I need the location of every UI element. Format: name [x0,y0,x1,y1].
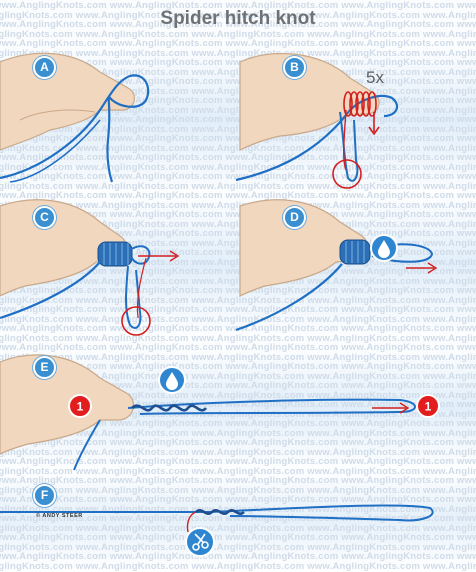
watermark-row: www.AnglingKnots.com www.AnglingKnots.co… [0,304,476,315]
watermark-row: www.AnglingKnots.com www.AnglingKnots.co… [0,38,476,49]
watermark-row: www.AnglingKnots.com www.AnglingKnots.co… [0,76,476,87]
watermark-row: www.AnglingKnots.com www.AnglingKnots.co… [0,66,476,78]
panel-d [235,199,438,332]
panel-c [0,199,180,336]
watermark-row: www.AnglingKnots.com www.AnglingKnots.co… [0,47,476,59]
watermark-row: www.AnglingKnots.com www.AnglingKnots.co… [0,9,476,21]
panel-a [0,52,150,183]
line-e [127,398,416,415]
watermark-row: www.AnglingKnots.com www.AnglingKnots.co… [0,437,476,448]
watermark-row: www.AnglingKnots.com www.AnglingKnots.co… [0,275,476,287]
watermark-row: www.AnglingKnots.com www.AnglingKnots.co… [0,551,476,562]
watermark-row: www.AnglingKnots.com www.AnglingKnots.co… [0,266,476,277]
watermark-row: www.AnglingKnots.com www.AnglingKnots.co… [0,380,476,391]
artist-credit: © ANDY STEER [36,513,83,519]
watermark-row: www.AnglingKnots.com www.AnglingKnots.co… [0,427,476,439]
watermark-row: www.AnglingKnots.com www.AnglingKnots.co… [0,541,476,553]
watermark-row: www.AnglingKnots.com www.AnglingKnots.co… [0,209,476,220]
watermark-row: www.AnglingKnots.com www.AnglingKnots.co… [0,370,476,382]
watermark-row: www.AnglingKnots.com www.AnglingKnots.co… [0,418,476,429]
watermark-row: www.AnglingKnots.com www.AnglingKnots.co… [0,95,476,106]
hand-a [0,52,135,151]
step-badge-a: A [33,56,56,79]
watermark-row: www.AnglingKnots.com www.AnglingKnots.co… [0,57,476,68]
watermark-row: www.AnglingKnots.com www.AnglingKnots.co… [0,237,476,249]
watermark-row: www.AnglingKnots.com www.AnglingKnots.co… [0,123,476,135]
marker-right: 1 [416,394,440,418]
watermark-row: www.AnglingKnots.com www.AnglingKnots.co… [0,152,476,163]
watermark-row: www.AnglingKnots.com www.AnglingKnots.co… [0,313,476,325]
watermark-row: www.AnglingKnots.com www.AnglingKnots.co… [0,351,476,363]
watermark-row: www.AnglingKnots.com www.AnglingKnots.co… [0,19,476,30]
watermark-row: www.AnglingKnots.com www.AnglingKnots.co… [0,0,476,11]
panel-e [0,354,416,471]
watermark-row: www.AnglingKnots.com www.AnglingKnots.co… [0,171,476,182]
watermark-row: www.AnglingKnots.com www.AnglingKnots.co… [0,332,476,344]
line-b [235,94,399,182]
watermark-row: www.AnglingKnots.com www.AnglingKnots.co… [0,503,476,515]
watermark-row: www.AnglingKnots.com www.AnglingKnots.co… [0,142,476,154]
knot-e [131,404,208,412]
watermark-row: www.AnglingKnots.com www.AnglingKnots.co… [0,342,476,353]
watermark-row: www.AnglingKnots.com www.AnglingKnots.co… [0,133,476,144]
watermark-row: www.AnglingKnots.com www.AnglingKnots.co… [0,465,476,477]
watermark-row: www.AnglingKnots.com www.AnglingKnots.co… [0,399,476,410]
page-title: Spider hitch knot [160,8,316,29]
marker-left-label: 1 [77,400,84,414]
watermark-row: www.AnglingKnots.com www.AnglingKnots.co… [0,522,476,534]
line-f [0,504,434,522]
wraps-c [97,241,133,267]
watermark-row: www.AnglingKnots.com www.AnglingKnots.co… [0,475,476,486]
watermark-row: www.AnglingKnots.com www.AnglingKnots.co… [0,85,476,97]
wrap-count-label: 5x [366,68,384,87]
watermark-row: www.AnglingKnots.com www.AnglingKnots.co… [0,199,476,211]
step-badge-d: D [283,206,306,229]
scissors-icon [185,527,215,557]
watermark-row: www.AnglingKnots.com www.AnglingKnots.co… [0,28,476,40]
hand-b [239,52,380,151]
water-drop-icon [158,366,186,394]
step-badge-b: B [283,56,306,79]
watermark-row: www.AnglingKnots.com www.AnglingKnots.co… [0,494,476,505]
watermark-row: www.AnglingKnots.com www.AnglingKnots.co… [0,104,476,116]
line-d [235,263,343,332]
panel-f [0,504,434,533]
watermark-row: www.AnglingKnots.com www.AnglingKnots.co… [0,180,476,192]
watermark-row: www.AnglingKnots.com www.AnglingKnots.co… [0,294,476,306]
watermark-row: www.AnglingKnots.com www.AnglingKnots.co… [0,190,476,201]
watermark-row: www.AnglingKnots.com www.AnglingKnots.co… [0,513,476,524]
watermark-row: www.AnglingKnots.com www.AnglingKnots.co… [0,361,476,372]
watermark-row: www.AnglingKnots.com www.AnglingKnots.co… [0,285,476,296]
watermark-row: www.AnglingKnots.com www.AnglingKnots.co… [0,228,476,239]
watermark-row: www.AnglingKnots.com www.AnglingKnots.co… [0,456,476,467]
watermark-row: www.AnglingKnots.com www.AnglingKnots.co… [0,560,476,572]
line-c [0,261,101,320]
panel-b [235,52,399,189]
knot-f [195,509,245,515]
watermark-row: www.AnglingKnots.com www.AnglingKnots.co… [0,532,476,543]
wraps-b [343,91,377,117]
hand-e [0,354,135,455]
watermark-row: www.AnglingKnots.com www.AnglingKnots.co… [0,389,476,401]
water-drop-icon [370,234,398,262]
watermark-row: www.AnglingKnots.com www.AnglingKnots.co… [0,256,476,268]
watermark-row: www.AnglingKnots.com www.AnglingKnots.co… [0,446,476,458]
watermark-row: www.AnglingKnots.com www.AnglingKnots.co… [0,484,476,496]
step-badge-e: E [33,356,56,379]
watermark-row: www.AnglingKnots.com www.AnglingKnots.co… [0,161,476,173]
watermark-row: www.AnglingKnots.com www.AnglingKnots.co… [0,114,476,125]
step-badge-c: C [33,206,56,229]
watermark-row: www.AnglingKnots.com www.AnglingKnots.co… [0,218,476,230]
marker-left: 1 [68,394,92,418]
line-a [0,74,150,183]
marker-right-label: 1 [425,400,432,414]
highlight-circle-b [332,159,362,189]
step-badge-f: F [33,484,56,507]
highlight-circle-c [121,306,151,336]
watermark-row: www.AnglingKnots.com www.AnglingKnots.co… [0,247,476,258]
